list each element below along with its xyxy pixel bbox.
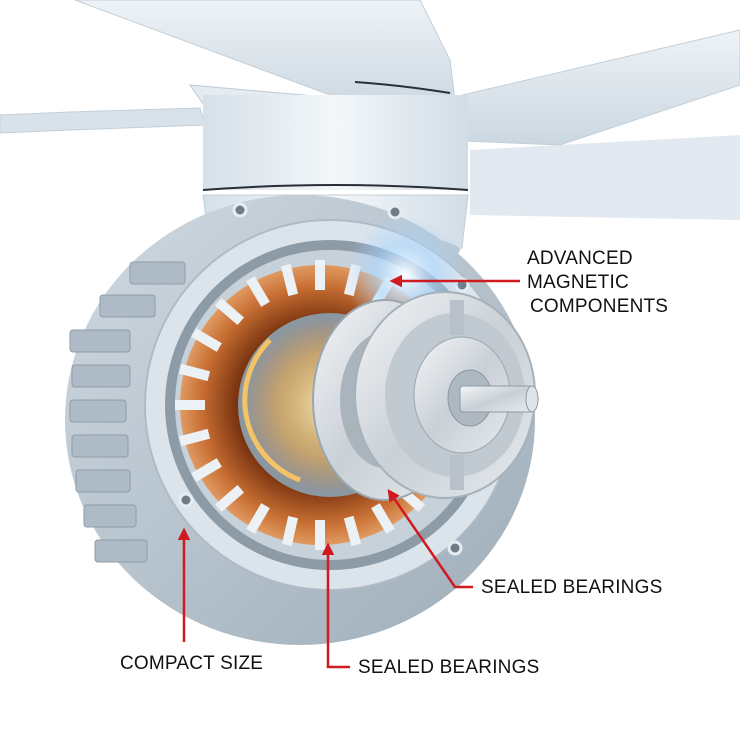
callout-sealed-bearings-right: SEALED BEARINGS: [481, 577, 663, 598]
callout-advanced-magnetic-components: ADVANCED MAGNETIC COMPONENTS: [527, 247, 668, 319]
annotation-arrows: [177, 274, 520, 669]
rotor-assembly: [312, 291, 539, 501]
callout-line-1: ADVANCED: [527, 248, 633, 269]
arrow-sealed-bearings-right: [387, 488, 473, 589]
callout-line-3: COMPONENTS: [530, 296, 669, 317]
fan-blade-left: [0, 107, 206, 134]
fan-blade-right-lower: [470, 135, 740, 220]
callout-sealed-bearings-bottom: SEALED BEARINGS: [358, 657, 540, 678]
callout-line-2: MAGNETIC: [527, 272, 629, 293]
arrow-sealed-bearings-bottom: [321, 542, 350, 669]
callout-compact-size: COMPACT SIZE: [120, 653, 264, 674]
